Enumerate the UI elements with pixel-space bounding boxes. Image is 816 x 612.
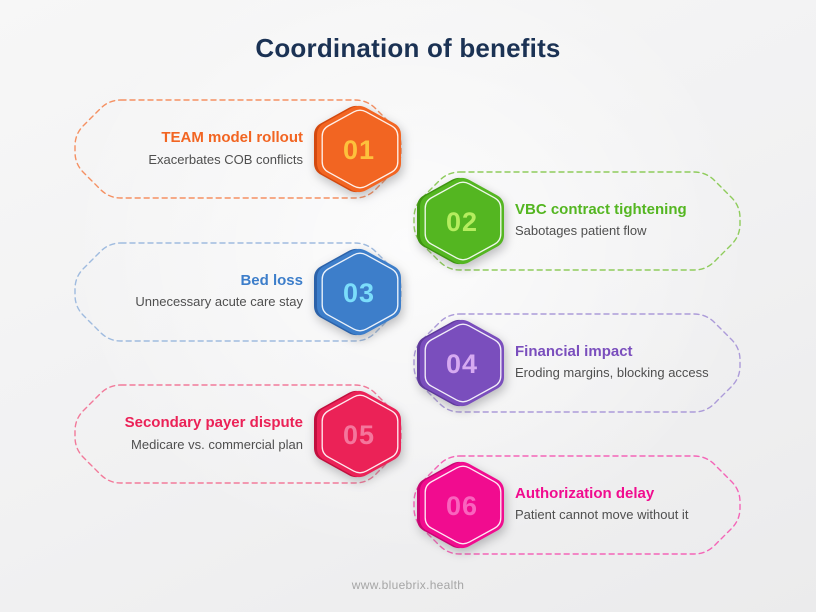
page-title: Coordination of benefits	[255, 33, 561, 63]
item-number: 02	[446, 207, 478, 237]
item-number: 05	[343, 420, 375, 450]
card-text: Authorization delay Patient cannot move …	[414, 456, 740, 554]
item-title: Bed loss	[240, 271, 303, 289]
item-subtitle: Exacerbates COB conflicts	[148, 151, 303, 167]
dashed-card-border	[74, 99, 402, 199]
item-title: TEAM model rollout	[161, 129, 303, 147]
benefit-card-02: 02 VBC contract tightening Sabotages pat…	[413, 170, 741, 271]
benefit-card-04: 04 Financial impact Eroding margins, blo…	[413, 312, 741, 413]
item-number: 06	[446, 491, 478, 521]
benefit-card-05: 05 Secondary payer dispute Medicare vs. …	[74, 384, 402, 484]
item-title: Secondary payer dispute	[124, 414, 303, 432]
benefit-card-01: 01 TEAM model rollout Exacerbates COB co…	[74, 99, 402, 199]
dashed-card-border	[74, 384, 402, 484]
item-subtitle: Eroding margins, blocking access	[515, 365, 709, 381]
item-title: Financial impact	[515, 342, 633, 360]
item-subtitle: Patient cannot move without it	[515, 507, 689, 523]
hexagon-number-badge: 05	[314, 390, 401, 478]
card-text: TEAM model rollout Exacerbates COB confl…	[75, 100, 401, 198]
item-subtitle: Unnecessary acute care stay	[135, 294, 303, 310]
hexagon-number-badge: 01	[314, 105, 401, 193]
item-number: 01	[343, 135, 375, 165]
item-title: Authorization delay	[515, 484, 655, 502]
hexagon-number-badge: 03	[314, 248, 401, 335]
item-subtitle: Sabotages patient flow	[515, 223, 647, 239]
hexagon-number-badge: 06	[417, 461, 504, 548]
item-number: 04	[446, 349, 478, 379]
card-text: Financial impact Eroding margins, blocki…	[414, 314, 740, 412]
website-url: www.bluebrix.health	[351, 578, 465, 592]
card-text: Bed loss Unnecessary acute care stay	[75, 243, 401, 341]
benefit-card-03: 03 Bed loss Unnecessary acute care stay	[74, 241, 402, 342]
benefit-card-06: 06 Authorization delay Patient cannot mo…	[413, 454, 741, 555]
card-text: VBC contract tightening Sabotages patien…	[414, 172, 740, 270]
item-subtitle: Medicare vs. commercial plan	[131, 436, 303, 452]
item-number: 03	[343, 278, 375, 308]
card-text: Secondary payer dispute Medicare vs. com…	[75, 385, 401, 483]
hexagon-number-badge: 02	[417, 177, 504, 264]
item-title: VBC contract tightening	[515, 200, 687, 218]
hexagon-number-badge: 04	[417, 319, 504, 406]
dashed-card-border	[74, 241, 402, 342]
